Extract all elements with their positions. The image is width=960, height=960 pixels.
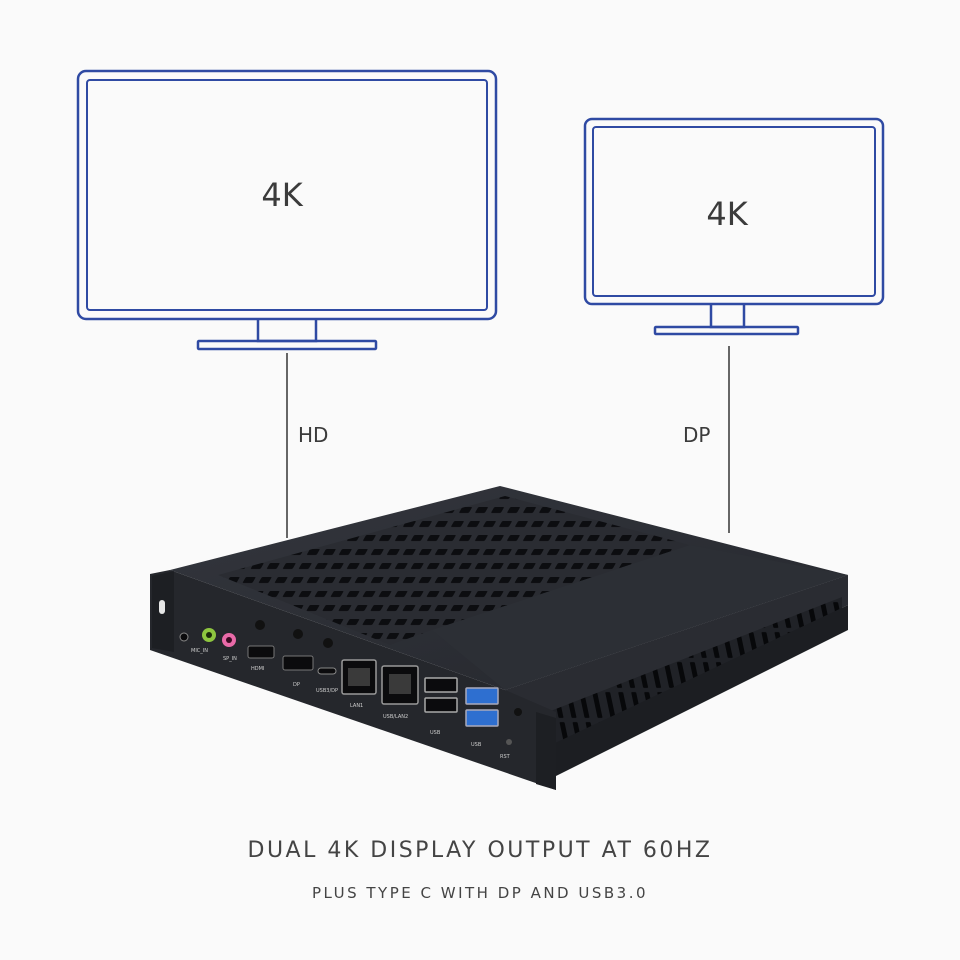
- reset-button-icon: [506, 739, 512, 745]
- mini-pc: MIC_IN SP_IN HDMI DP USB3/DP LAN1 USB/LA…: [150, 486, 848, 790]
- right-monitor-screen: [592, 126, 876, 297]
- port-label-lan2: USB/LAN2: [383, 714, 408, 720]
- caption-title: DUAL 4K DISPLAY OUTPUT AT 60HZ: [247, 838, 713, 863]
- left-monitor-base: [196, 339, 378, 351]
- usb2-port-top-icon: [424, 677, 458, 693]
- screw-icon: [293, 629, 303, 639]
- caption-subtitle: PLUS TYPE C WITH DP AND USB3.0: [311, 884, 649, 902]
- right-monitor: 4K: [583, 117, 885, 336]
- side-lower: [536, 605, 848, 776]
- right-monitor-base: [653, 325, 800, 336]
- right-monitor-neck: [709, 304, 746, 329]
- sp-in-jack-hole: [226, 637, 232, 643]
- top-grill: [218, 496, 690, 645]
- port-label-rst: RST: [500, 754, 511, 760]
- usb2-port-bottom-icon: [424, 697, 458, 713]
- left-monitor-resolution: 4K: [261, 176, 303, 214]
- screw-icon: [323, 638, 333, 648]
- port-label-sp-in: SP_IN: [223, 656, 237, 662]
- dp-connection-label: DP: [683, 423, 710, 447]
- usb-c-port-icon: [317, 667, 337, 675]
- front-bracket-right: [536, 712, 556, 790]
- audio-jack-icon: [179, 632, 189, 642]
- port-label-hdmi: HDMI: [251, 666, 264, 672]
- left-monitor-frame: [76, 69, 498, 321]
- screw-icon: [255, 620, 265, 630]
- right-monitor-frame: [583, 117, 885, 306]
- left-monitor-screen: [86, 79, 488, 311]
- bracket-slot-left: [159, 600, 165, 614]
- port-label-usb2: USB: [430, 730, 441, 736]
- lan2-port-inner: [389, 674, 411, 694]
- left-monitor-neck: [256, 319, 318, 343]
- hdmi-port-icon: [247, 645, 275, 659]
- hd-connection-label: HD: [298, 423, 328, 447]
- port-label-lan1: LAN1: [350, 703, 363, 709]
- right-monitor-resolution: 4K: [706, 195, 748, 233]
- top-solid: [432, 545, 848, 690]
- lan1-port-inner: [348, 668, 370, 686]
- port-label-usb3dp: USB3/DP: [316, 688, 338, 694]
- usb3-port-bottom-icon: [465, 709, 499, 727]
- dp-port-icon: [282, 655, 314, 671]
- port-label-dp: DP: [293, 682, 300, 688]
- usb3-port-top-icon: [465, 687, 499, 705]
- port-label-mic-in: MIC_IN: [191, 648, 208, 654]
- left-monitor: 4K: [76, 69, 498, 351]
- screw-icon: [514, 708, 522, 716]
- mic-in-jack-hole: [206, 632, 212, 638]
- port-label-usb3: USB: [471, 742, 482, 748]
